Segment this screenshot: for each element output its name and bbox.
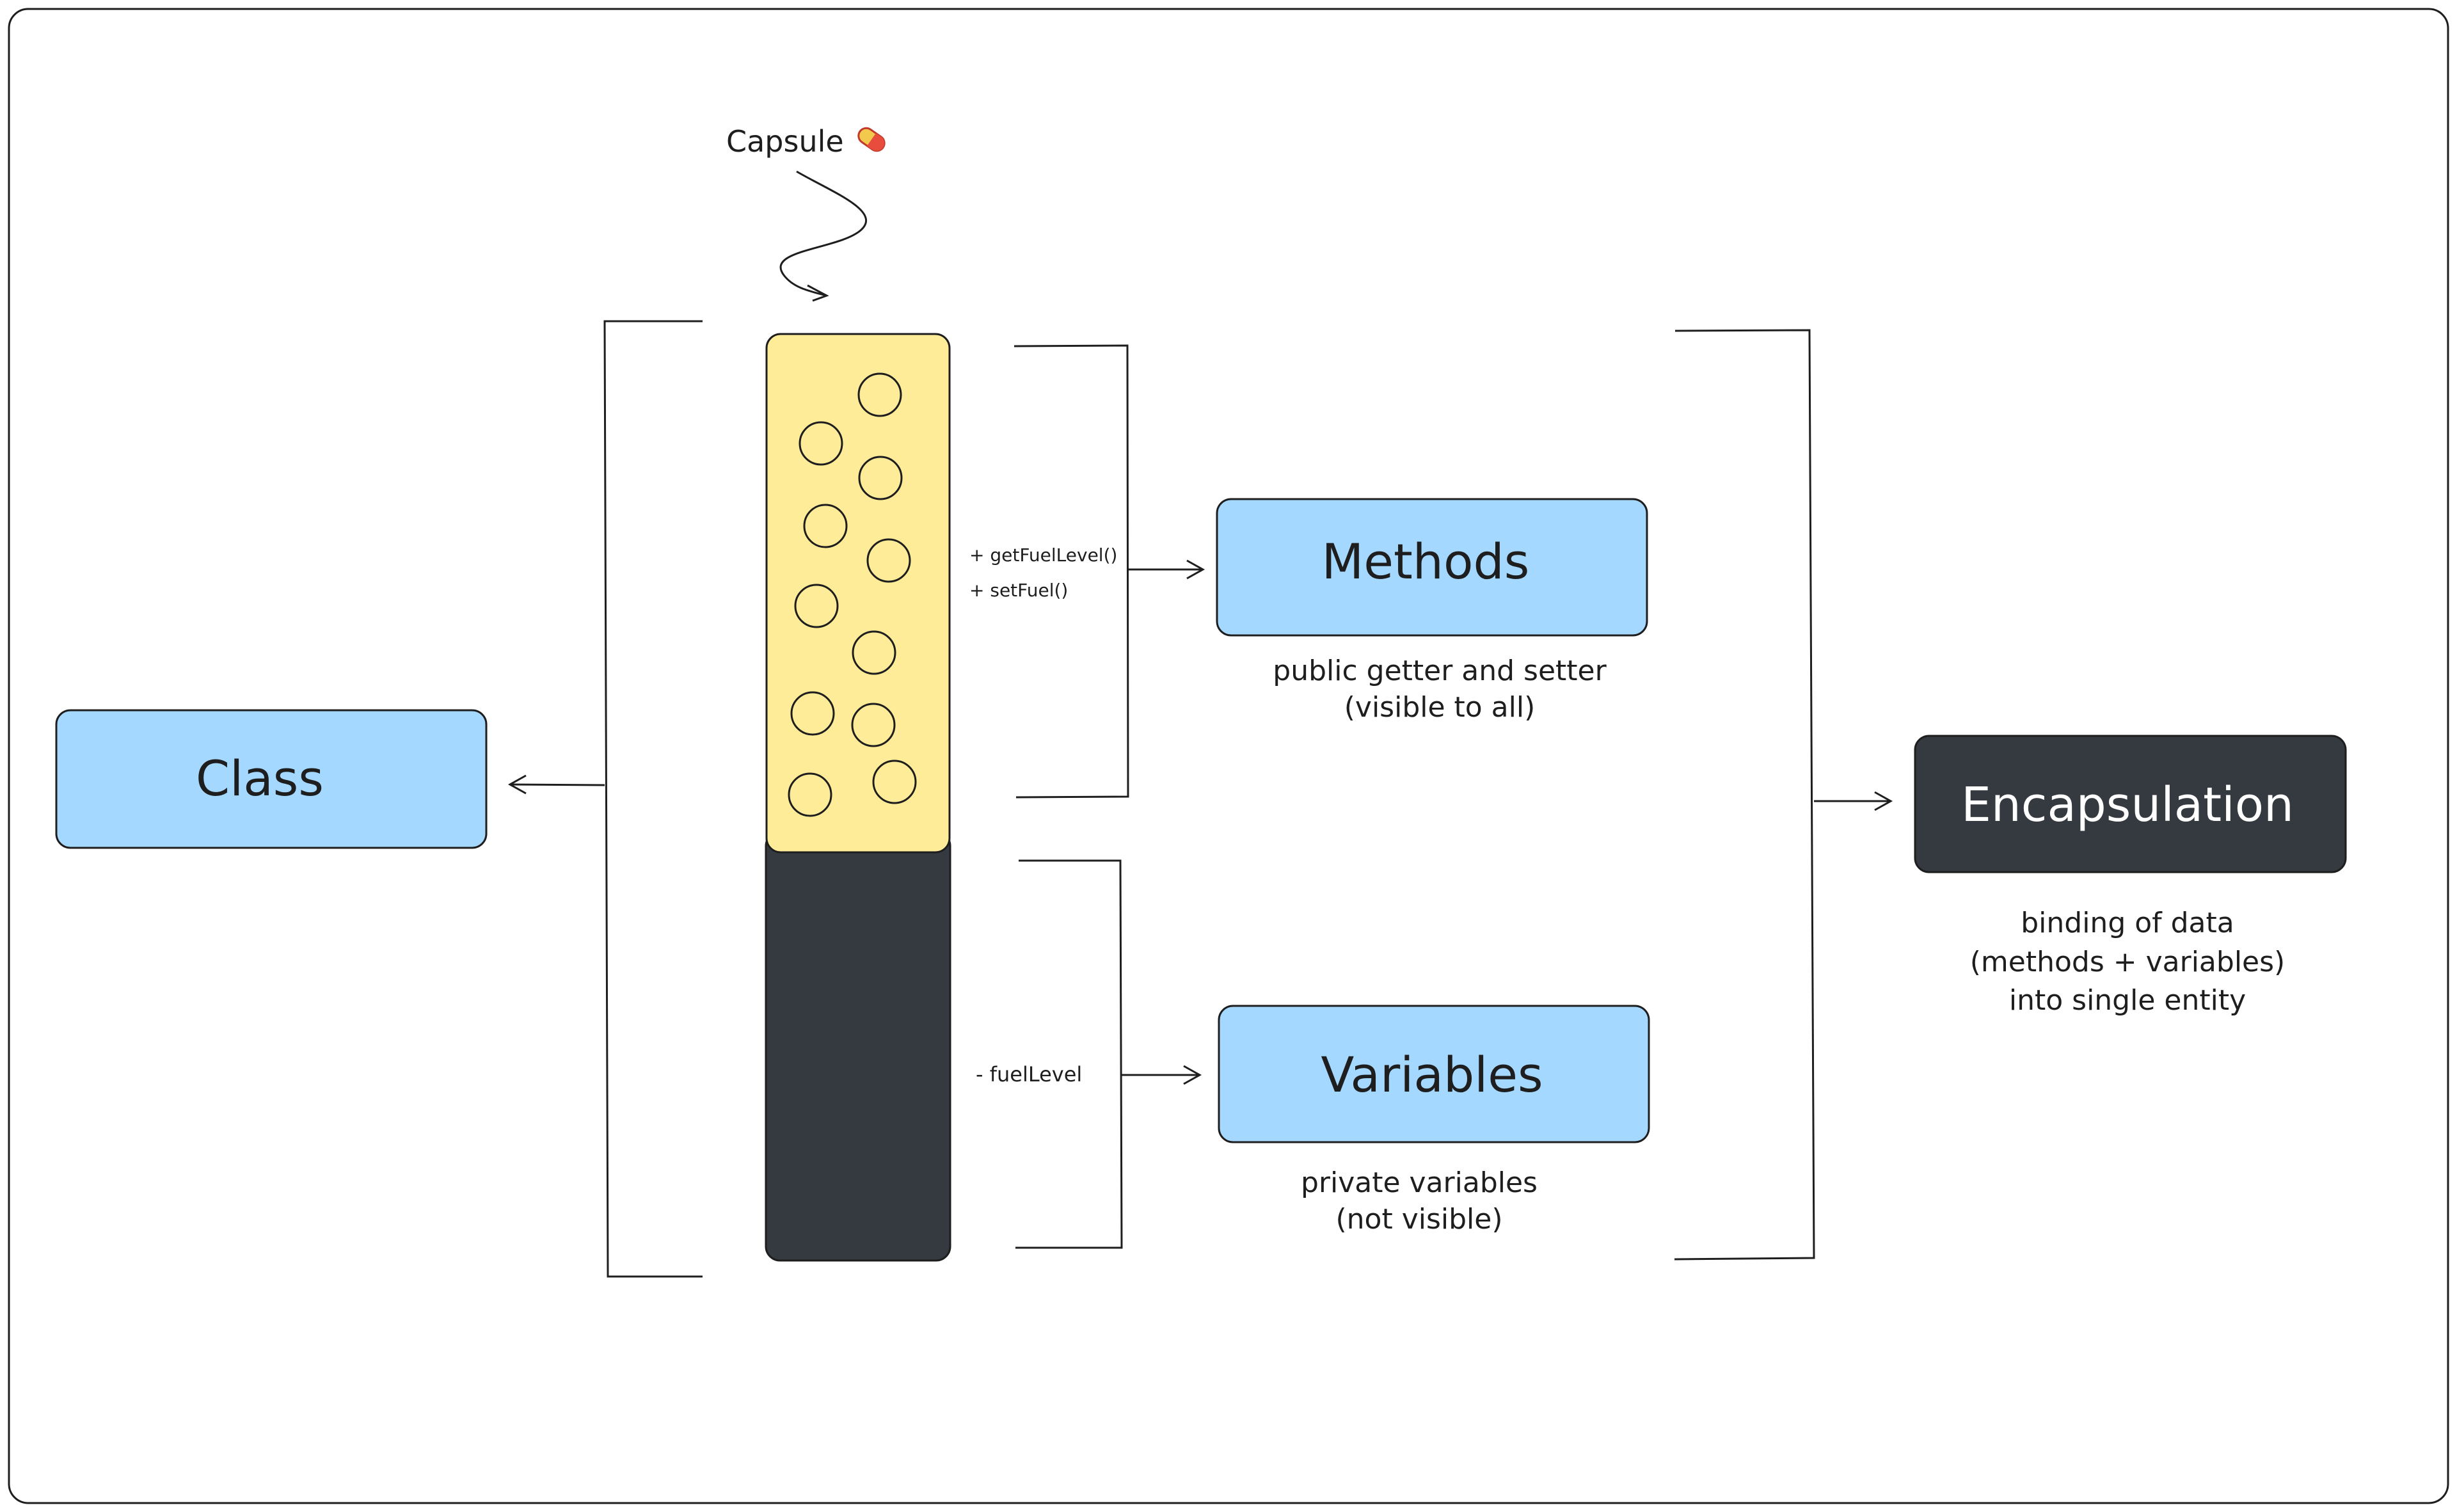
public-bracket [1014,344,1129,799]
encapsulation-node: Encapsulation binding of data (methods +… [1914,735,2347,1017]
group-bracket [1674,329,1815,1261]
methods-node: Methods public getter and setter (visibl… [1216,498,1648,724]
variables-label: Variables [1321,1046,1543,1103]
methods-caption-line2: (visible to all) [1344,691,1536,724]
variables-arrow-head [1183,1065,1202,1085]
encapsulation-arrow-head [1874,791,1893,811]
variables-caption-line1: private variables [1301,1166,1538,1199]
capsule-arrow [779,170,867,297]
capsule-private-half [765,831,951,1262]
variables-caption-line2: (not visible) [1335,1203,1502,1236]
private-bracket [1015,859,1123,1249]
methods-label: Methods [1322,533,1530,590]
encapsulation-label: Encapsulation [1961,777,2294,832]
encapsulation-box [1914,735,2347,873]
public-member-1: + setFuel() [969,580,1068,601]
class-arrow-head [507,774,527,795]
encapsulation-caption-line1: binding of data [2021,907,2234,939]
class-label: Class [196,750,324,807]
outer-frame [8,8,2449,1504]
class-box [55,709,488,849]
public-member-0: + getFuelLevel() [969,545,1117,566]
pill-icon [857,127,886,152]
methods-arrow-head [1186,559,1205,580]
capsule-arrow-head [807,284,829,302]
encapsulation-caption-line2: (methods + variables) [1970,946,2285,978]
variables-box [1218,1005,1650,1143]
capsule-granules [788,372,917,817]
methods-box [1216,498,1648,637]
capsule-public-half [765,333,951,854]
methods-caption-line1: public getter and setter [1273,655,1607,687]
encapsulation-caption-line3: into single entity [2009,984,2246,1017]
class-node: Class [55,709,488,849]
capsule-label: Capsule [726,124,886,159]
class-arrow [509,783,605,786]
private-member-0: - fuelLevel [976,1062,1082,1086]
capsule-label-text: Capsule [726,124,844,159]
variables-node: Variables private variables (not visible… [1218,1005,1650,1236]
capsule-left-bracket [603,320,703,1278]
